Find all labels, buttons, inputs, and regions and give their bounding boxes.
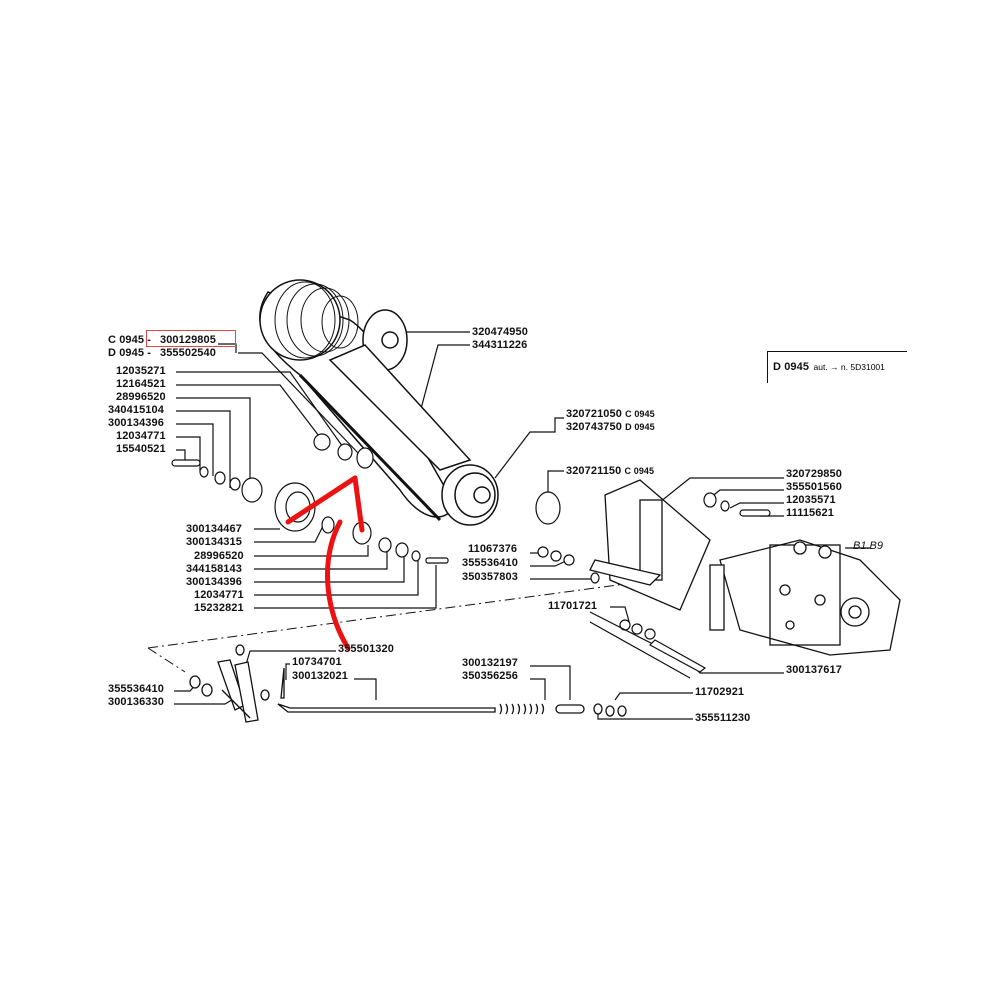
part-label[interactable]: 12035271 bbox=[116, 365, 166, 377]
part-label[interactable]: 320721050 C 0945 bbox=[566, 408, 655, 420]
part-label[interactable]: 11701721 bbox=[548, 600, 598, 612]
part-label[interactable]: 300134396 bbox=[108, 417, 164, 429]
part-label[interactable]: 344311226 bbox=[472, 339, 528, 351]
highlight-arrows bbox=[285, 475, 365, 651]
part-label[interactable]: 300132197 bbox=[462, 657, 518, 669]
variant-note: D 0945 aut. → n. 5D31001 bbox=[773, 357, 885, 375]
part-label[interactable]: 28996520 bbox=[116, 391, 166, 403]
part-label[interactable]: 300134315 bbox=[186, 536, 242, 548]
variant-d-prefix: D 0945 - bbox=[108, 347, 151, 359]
part-label[interactable]: 340415104 bbox=[108, 404, 164, 416]
part-label[interactable]: 355501320 bbox=[338, 643, 394, 655]
part-label[interactable]: 300134396 bbox=[186, 576, 242, 588]
part-label[interactable]: 11702921 bbox=[695, 686, 745, 698]
part-label[interactable]: 11067376 bbox=[468, 543, 518, 555]
part-label[interactable]: 10734701 bbox=[292, 656, 342, 668]
part-label[interactable]: 15540521 bbox=[116, 443, 166, 455]
part-label[interactable]: 12034771 bbox=[194, 589, 244, 601]
part-label[interactable]: 320474950 bbox=[472, 326, 528, 338]
part-label[interactable]: 355511230 bbox=[695, 712, 751, 724]
part-label[interactable]: 300137617 bbox=[786, 664, 842, 676]
variant-serial-note: aut. → n. 5D31001 bbox=[813, 362, 885, 372]
belt-assembly bbox=[259, 279, 499, 526]
part-label[interactable]: 28996520 bbox=[194, 550, 244, 562]
small-parts bbox=[171, 433, 771, 679]
part-label[interactable]: 350357803 bbox=[462, 571, 518, 583]
variant-c-prefix: C 0945 - bbox=[108, 334, 151, 346]
part-label[interactable]: 300136330 bbox=[108, 696, 164, 708]
variant-model: D 0945 bbox=[773, 361, 810, 373]
axis-lines bbox=[147, 581, 641, 673]
injection-pump bbox=[709, 539, 901, 656]
pump-reference: B1.B9 bbox=[853, 540, 883, 552]
part-label[interactable]: 12164521 bbox=[116, 378, 166, 390]
part-label[interactable]: 12035571 bbox=[786, 494, 836, 506]
part-label[interactable]: 355502540 bbox=[160, 347, 216, 359]
lever-rod-assembly bbox=[189, 644, 627, 723]
part-label[interactable]: 300132021 bbox=[292, 670, 348, 682]
variant-note-box bbox=[767, 351, 907, 383]
part-label[interactable]: 12034771 bbox=[116, 430, 166, 442]
part-label[interactable]: 320721150 C 0945 bbox=[566, 465, 655, 477]
bracket-plate bbox=[589, 479, 711, 611]
part-label[interactable]: 11115621 bbox=[786, 507, 834, 519]
part-label[interactable]: 350356256 bbox=[462, 670, 518, 682]
part-label[interactable]: 320729850 bbox=[786, 468, 842, 480]
part-label[interactable]: 300134467 bbox=[186, 523, 242, 535]
part-label[interactable]: 15232821 bbox=[194, 602, 244, 614]
part-label[interactable]: 355536410 bbox=[108, 683, 164, 695]
part-label[interactable]: 344158143 bbox=[186, 563, 242, 575]
highlight-box bbox=[146, 330, 236, 347]
part-label[interactable]: 355501560 bbox=[786, 481, 842, 493]
part-label[interactable]: 320743750 D 0945 bbox=[566, 421, 655, 433]
part-label-highlighted[interactable]: 300129805 bbox=[160, 334, 216, 346]
part-label[interactable]: 355536410 bbox=[462, 557, 518, 569]
